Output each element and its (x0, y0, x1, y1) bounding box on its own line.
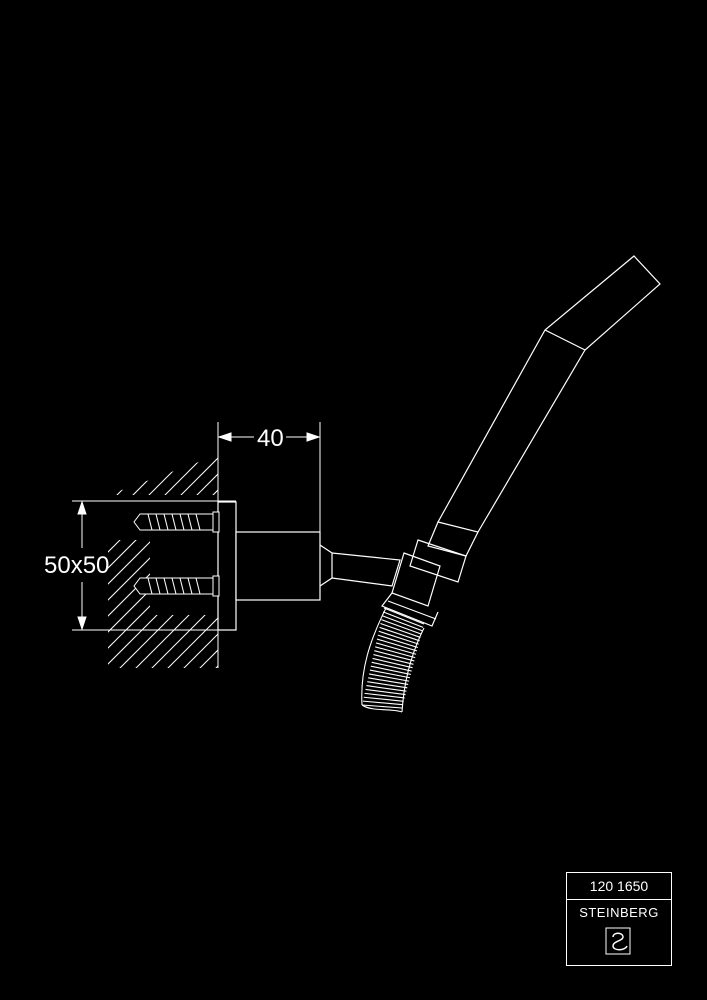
hose-rib (376, 638, 418, 652)
hose-rib (372, 657, 413, 669)
rosette-dimension-label: 50x50 (44, 552, 109, 579)
article-number: 120 1650 (567, 873, 671, 900)
hose-rib (369, 669, 411, 679)
hose-rib (374, 650, 415, 662)
hose-rib (382, 611, 424, 628)
hose-rib (379, 626, 420, 642)
hose-rib (381, 619, 422, 635)
hatch-line (139, 455, 220, 668)
hose-rib (364, 692, 405, 699)
hose-rib (383, 607, 425, 625)
hose-rib (361, 704, 403, 709)
hatch-line (108, 455, 220, 668)
holder-arm (319, 544, 401, 587)
hose-rib (371, 661, 412, 672)
hose-rib (377, 634, 419, 649)
title-block: 120 1650 STEINBERG (566, 872, 672, 966)
hose-rib (370, 665, 411, 675)
hatch-line (123, 455, 220, 668)
hose-rib (380, 623, 421, 638)
hatch-line (155, 455, 220, 668)
hose-rib (368, 673, 410, 682)
hose-rib (366, 685, 407, 692)
brand-logo-icon (605, 927, 631, 955)
hose-rib (362, 700, 403, 706)
hatch-line (108, 455, 211, 668)
brand-name: STEINBERG (579, 905, 659, 920)
hatch-line (108, 455, 220, 668)
rosette-dimension (72, 500, 236, 631)
hose-rib (365, 688, 406, 696)
mounting-screws (133, 511, 220, 597)
hose-rib (367, 681, 408, 689)
shower-hose (361, 607, 425, 713)
swivel-joint (381, 521, 479, 627)
depth-dimension (217, 422, 321, 548)
hose-rib (382, 615, 423, 632)
hose-rib (363, 696, 404, 702)
hatch-line (0, 450, 50, 680)
hose-rib (368, 677, 409, 686)
hatch-line (171, 455, 220, 668)
hose-rib (378, 630, 419, 645)
hatch-line (108, 455, 179, 668)
hose-rib (373, 654, 414, 665)
wall-rosette (217, 501, 321, 631)
hatch-line (108, 455, 195, 668)
hose-rib (375, 646, 416, 659)
hatch-line (108, 455, 220, 668)
hand-shower (437, 255, 661, 533)
depth-dimension-label: 40 (257, 425, 284, 452)
hose-rib (375, 642, 417, 655)
